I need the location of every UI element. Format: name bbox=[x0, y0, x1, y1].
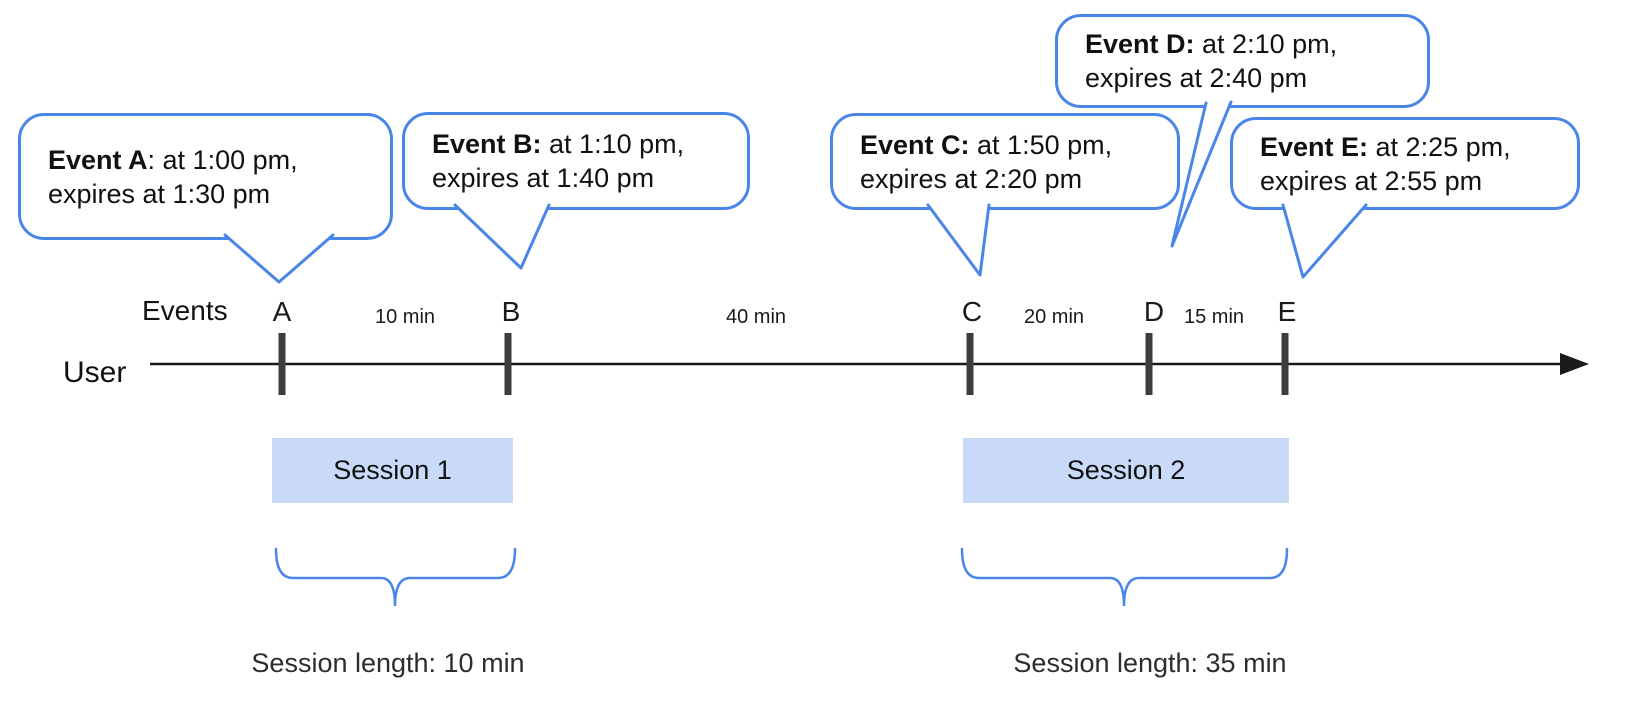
callout-event-a-line2: expires at 1:30 pm bbox=[48, 178, 271, 209]
brace-session-2 bbox=[960, 547, 1289, 607]
callout-event-b: Event B: at 1:10 pm, expires at 1:40 pm bbox=[402, 112, 750, 210]
session-1-length-label: Session length: 10 min bbox=[251, 648, 525, 678]
callout-event-e-line1: Event E: at 2:25 pm, bbox=[1260, 130, 1565, 164]
callout-tail-event-d bbox=[1170, 100, 1233, 248]
callout-tail-event-c bbox=[926, 203, 991, 277]
event-d-title: Event D: bbox=[1085, 29, 1195, 59]
interval-label-d-e: 15 min bbox=[1183, 306, 1245, 328]
callout-event-e: Event E: at 2:25 pm, expires at 2:55 pm bbox=[1230, 117, 1580, 210]
callout-event-e-line2: expires at 2:55 pm bbox=[1260, 165, 1483, 196]
event-letter-e: E bbox=[1277, 296, 1297, 327]
event-letter-b: B bbox=[501, 296, 521, 327]
event-e-time: at 2:25 pm, bbox=[1368, 131, 1511, 162]
callout-event-b-line1: Event B: at 1:10 pm, bbox=[432, 127, 735, 161]
event-e-title: Event E: bbox=[1260, 131, 1369, 162]
callout-event-a: Event A: at 1:00 pm, expires at 1:30 pm bbox=[18, 113, 393, 240]
tick-event-a bbox=[278, 333, 286, 395]
event-letter-c: C bbox=[961, 296, 983, 327]
callout-event-b-line2: expires at 1:40 pm bbox=[432, 163, 655, 193]
event-a-time: : at 1:00 pm, bbox=[147, 144, 298, 175]
callout-tail-event-e bbox=[1281, 203, 1368, 279]
tick-event-b bbox=[504, 333, 512, 395]
event-letter-d: D bbox=[1143, 296, 1165, 327]
callout-event-c: Event C: at 1:50 pm, expires at 2:20 pm bbox=[830, 113, 1180, 210]
session-2-length-label: Session length: 35 min bbox=[1013, 648, 1287, 678]
event-letter-a: A bbox=[272, 296, 292, 327]
tick-event-d bbox=[1145, 333, 1153, 395]
event-d-time: at 2:10 pm, bbox=[1194, 29, 1338, 59]
events-axis-label: Events bbox=[142, 295, 228, 326]
tick-event-c bbox=[966, 333, 974, 395]
timeline-arrowhead-icon bbox=[1560, 353, 1589, 375]
callout-event-d: Event D: at 2:10 pm, expires at 2:40 pm bbox=[1055, 14, 1430, 108]
event-c-time: at 1:50 pm, bbox=[969, 129, 1113, 160]
session-1-box: Session 1 bbox=[272, 438, 513, 503]
interval-label-b-c: 40 min bbox=[725, 306, 787, 328]
callout-event-d-line2: expires at 2:40 pm bbox=[1085, 63, 1308, 93]
interval-label-a-b: 10 min bbox=[374, 306, 436, 328]
event-c-title: Event C: bbox=[860, 129, 970, 160]
callout-tail-event-b bbox=[453, 203, 551, 270]
callout-event-c-line2: expires at 2:20 pm bbox=[860, 163, 1083, 194]
interval-label-c-d: 20 min bbox=[1023, 306, 1085, 328]
session-2-box: Session 2 bbox=[963, 438, 1289, 503]
event-b-time: at 1:10 pm, bbox=[541, 129, 685, 159]
callout-event-a-line1: Event A: at 1:00 pm, bbox=[48, 143, 378, 177]
brace-session-1 bbox=[274, 547, 517, 607]
user-axis-label: User bbox=[63, 356, 127, 389]
event-a-title: Event A bbox=[48, 144, 148, 175]
callout-tail-event-a bbox=[223, 233, 335, 284]
callout-event-c-line1: Event C: at 1:50 pm, bbox=[860, 128, 1165, 162]
event-b-title: Event B: bbox=[432, 129, 542, 159]
callout-event-d-line1: Event D: at 2:10 pm, bbox=[1085, 27, 1415, 61]
tick-event-e bbox=[1281, 333, 1289, 395]
